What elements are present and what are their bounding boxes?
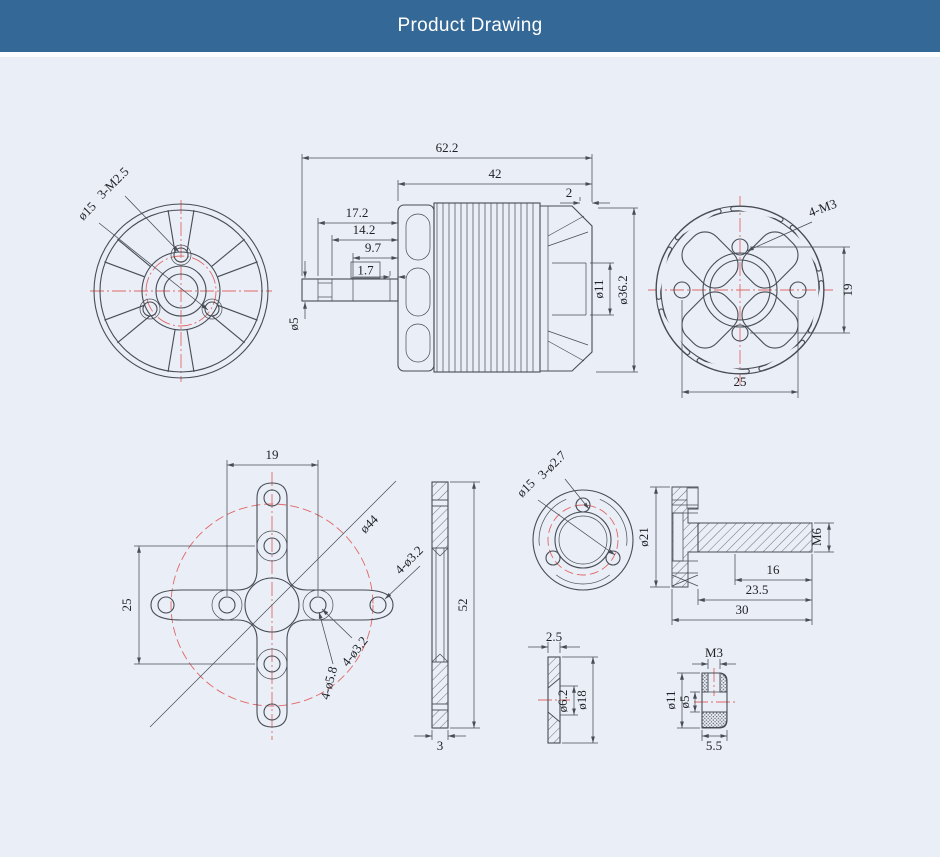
dim-hub-dia: ø11 (591, 279, 606, 298)
page-title: Product Drawing (397, 15, 543, 36)
dim-mount-thickness: 3 (437, 738, 444, 753)
mount-inner-holes-label: 4-ø3.2 (338, 633, 371, 669)
mount-outer-holes-label: 4-ø3.2 (392, 543, 426, 577)
dim-adapter-thread-len: 16 (767, 562, 781, 577)
adapter-bolt-circle-label: ø15 (514, 476, 538, 500)
dim-adapter-shaft-len: 23.5 (746, 582, 769, 597)
technical-drawing-canvas: 3-M2.5 ø15 (75, 140, 855, 753)
rear-view-holes-label: 4-M3 (806, 196, 838, 220)
mount-front-view: ø44 4-ø3.2 4-ø3.2 4-ø5.8 19 25 (119, 447, 426, 740)
motor-rear-view: 19 25 4-M3 (648, 196, 855, 398)
mount-cbore-holes-label: 4-ø5.8 (317, 665, 340, 701)
dim-shaft-a: 17.2 (346, 205, 369, 220)
dim-mount-hole-spacing-h: 19 (266, 447, 279, 462)
dim-shaft-c: 9.7 (365, 240, 382, 255)
motor-side-view: 62.2 42 2 17.2 14.2 9.7 1.7 ø5 ø11 ø36.2 (286, 140, 638, 373)
dim-collar-width: 5.5 (706, 738, 722, 753)
dim-washer-thickness: 2.5 (546, 629, 562, 644)
dim-rear-hole-spacing-v: 19 (840, 284, 855, 297)
dim-washer-bore-dia: ø6.2 (555, 690, 570, 713)
dim-adapter-thread: M6 (809, 527, 824, 546)
dim-shaft-b: 14.2 (353, 222, 376, 237)
dim-shaft-dia: ø5 (286, 318, 301, 331)
dim-body-dia: ø36.2 (615, 275, 630, 304)
mount-circle-dia: ø44 (357, 511, 382, 536)
page-header: Product Drawing (0, 0, 940, 52)
dim-adapter-head-dia: ø21 (636, 527, 651, 547)
dim-mount-hole-spacing-v: 25 (119, 599, 134, 612)
dim-body-length: 42 (489, 166, 502, 181)
dim-adapter-total-len: 30 (736, 602, 749, 617)
stator-fins (436, 203, 534, 372)
header-divider (0, 52, 940, 57)
washer-section-view: 2.5 ø6.2 ø18 (528, 629, 598, 744)
dim-mount-height: 52 (455, 599, 470, 612)
dim-overall-length: 62.2 (436, 140, 459, 155)
dim-rear-hole-spacing-h: 25 (734, 374, 747, 389)
motor-front-view: 3-M2.5 ø15 (75, 164, 272, 382)
front-view-bolt-circle-label: ø15 (75, 199, 99, 223)
dim-washer-outer-dia: ø18 (574, 690, 589, 710)
dim-rear-gap: 2 (566, 185, 573, 200)
adapter-front-view: 3-ø2.7 ø15 (514, 447, 634, 591)
dim-collar-thread: M3 (705, 645, 723, 660)
front-view-holes-label: 3-M2.5 (94, 164, 132, 202)
mount-section-view: 52 3 (414, 481, 480, 753)
adapter-holes-label: 3-ø2.7 (535, 447, 570, 482)
adapter-section-view: ø21 M6 16 23.5 30 (636, 486, 834, 625)
dim-collar-bore-dia: ø5 (677, 696, 692, 709)
dim-collar-outer-dia: ø11 (663, 690, 678, 709)
dim-shaft-d: 1.7 (357, 263, 374, 278)
collar-section-view: M3 ø11 ø5 5.5 (663, 645, 736, 753)
